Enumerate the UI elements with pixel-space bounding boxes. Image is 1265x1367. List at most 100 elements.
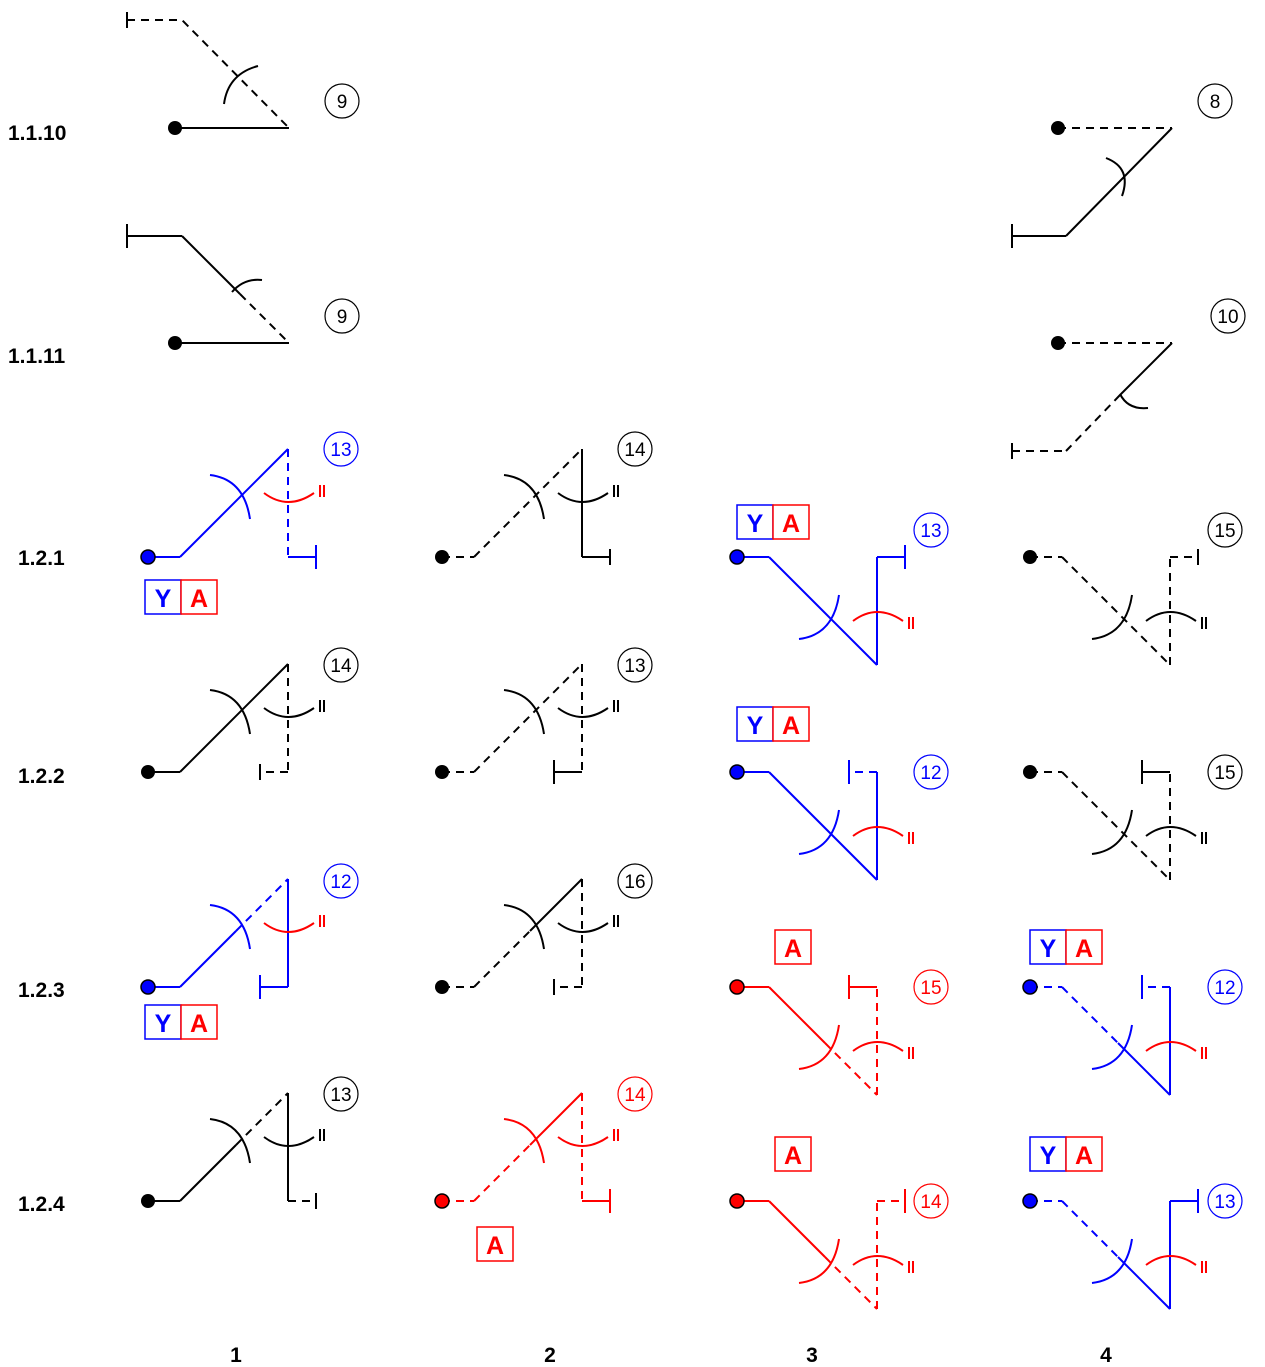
row-label-1-1-11: 1.1.11: [8, 345, 66, 368]
tag-box-a: [774, 1136, 812, 1172]
switch-arc: [1105, 157, 1126, 197]
track-line: [1065, 394, 1121, 452]
tag-letter-y: Y: [1040, 1142, 1057, 1170]
track-line: [179, 448, 289, 558]
switch-symbol-r6c2: 14A: [434, 1076, 653, 1262]
track-line: [1117, 1042, 1171, 1096]
track-line: [235, 1092, 289, 1146]
switch-symbol-r1c4: 8: [1011, 83, 1233, 248]
switch-symbol-r6c3: 14A: [729, 1136, 949, 1310]
point-dot: [1023, 550, 1037, 564]
symbol-number: 12: [330, 872, 351, 893]
switch-arc: [798, 809, 840, 855]
ya-tag: A: [774, 929, 812, 965]
track-line: [473, 663, 583, 773]
point-dot: [141, 1194, 155, 1208]
switch-symbol-r4c2: 13: [435, 647, 653, 784]
track-line: [1117, 1256, 1171, 1310]
column-label-2: 2: [544, 1344, 556, 1367]
switch-arc: [263, 707, 315, 718]
number-circle: [1210, 298, 1246, 334]
number-circle: [1197, 83, 1233, 119]
switch-arc: [1091, 809, 1133, 855]
number-circle: [323, 647, 359, 683]
point-dot: [1051, 121, 1065, 135]
switch-arc: [503, 1118, 545, 1164]
tag-letter-a: A: [1075, 1142, 1093, 1170]
point-dot: [168, 121, 182, 135]
symbol-number: 14: [624, 1085, 646, 1106]
row-label-1-2-4: 1.2.4: [18, 1193, 65, 1216]
number-circle: [323, 431, 359, 467]
symbol-number: 14: [920, 1192, 942, 1213]
track-line: [768, 556, 878, 666]
point-dot: [435, 765, 449, 779]
track-line: [235, 878, 289, 932]
ya-tag: A: [476, 1226, 514, 1262]
tag-box-y: [1029, 1136, 1067, 1172]
row-label-1-1-10: 1.1.10: [8, 122, 66, 145]
switch-arc: [1145, 611, 1197, 622]
point-dot: [1022, 1193, 1038, 1209]
switch-arc: [852, 826, 904, 837]
number-circle: [1207, 1183, 1243, 1219]
point-dot: [141, 765, 155, 779]
number-circle: [1207, 754, 1243, 790]
track-line: [1061, 771, 1171, 881]
symbol-number: 12: [1214, 978, 1235, 999]
symbol-number: 13: [330, 1085, 351, 1106]
symbol-number: 8: [1210, 92, 1221, 113]
number-circle: [913, 512, 949, 548]
tag-box-y: [1029, 929, 1067, 965]
number-circle: [1207, 512, 1243, 548]
point-dot: [1022, 979, 1038, 995]
switch-arc: [798, 1024, 840, 1070]
switch-arc: [263, 922, 315, 933]
row-labels: 1.1.10 1.1.11 1.2.1 1.2.2 1.2.3 1.2.4: [8, 122, 66, 1216]
track-line: [127, 19, 290, 129]
number-circle: [324, 298, 360, 334]
track-line: [824, 1042, 878, 1096]
point-dot: [435, 980, 449, 994]
track-line: [179, 1144, 237, 1202]
symbol-number: 15: [1214, 521, 1235, 542]
switch-arc: [503, 904, 545, 950]
switch-arc: [798, 1238, 840, 1284]
tag-letter-a: A: [784, 935, 802, 963]
switch-arc: [1091, 594, 1133, 640]
switch-arc: [263, 1136, 315, 1147]
tag-letter-a: A: [782, 712, 800, 740]
switch-arc: [557, 1136, 609, 1147]
switch-arc: [1119, 393, 1149, 410]
track-line: [1065, 127, 1173, 237]
symbol-number: 16: [624, 872, 645, 893]
tag-box-a: [1065, 1136, 1103, 1172]
switch-symbol-r3c4: 15: [1023, 512, 1243, 666]
tag-letter-y: Y: [155, 1010, 172, 1038]
switch-arc: [1145, 1041, 1197, 1052]
switch-arc: [209, 1118, 251, 1164]
switch-arc: [209, 474, 251, 520]
number-circle: [324, 83, 360, 119]
number-circle: [913, 969, 949, 1005]
symbol-number: 14: [624, 440, 646, 461]
row-label-1-2-1: 1.2.1: [18, 547, 65, 570]
tag-box-a: [774, 929, 812, 965]
column-label-3: 3: [806, 1344, 818, 1367]
symbol-number: 14: [330, 656, 352, 677]
track-line: [529, 878, 583, 932]
point-dot: [729, 979, 745, 995]
symbol-number: 9: [337, 307, 348, 328]
switch-arc: [209, 904, 251, 950]
switch-symbol-r5c3: 15A: [729, 929, 949, 1096]
row-label-1-2-3: 1.2.3: [18, 979, 65, 1002]
number-circle: [323, 1076, 359, 1112]
